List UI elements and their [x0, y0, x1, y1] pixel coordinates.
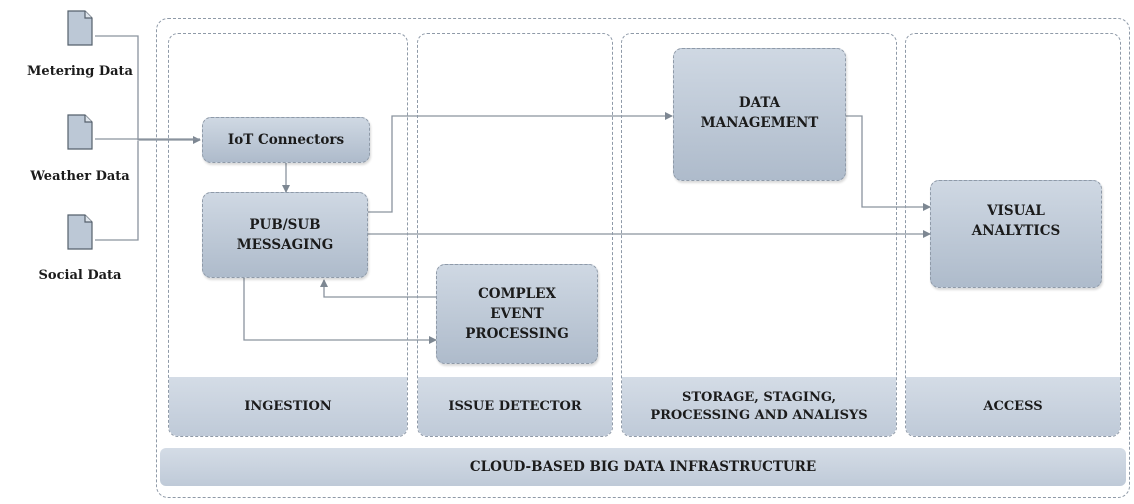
pubsub-to-cep-arrow: [243, 278, 437, 344]
data-management-box: DATA MANAGEMENT: [673, 48, 846, 181]
social-to-iot-line: [95, 141, 139, 241]
metering-to-iot-line: [95, 35, 201, 144]
pubsub-line2: MESSAGING: [236, 237, 334, 253]
cloud-infrastructure-label: CLOUD-BASED BIG DATA INFRASTRUCTURE: [160, 448, 1126, 486]
metering-document-icon: [67, 10, 93, 46]
pubsub-messaging-box: PUB/SUB MESSAGING: [202, 192, 368, 278]
data-mgmt-line2: MANAGEMENT: [700, 115, 819, 131]
issue-detector-label: ISSUE DETECTOR: [418, 377, 612, 436]
ingestion-column: [168, 33, 408, 437]
complex-event-processing-box: COMPLEX EVENT PROCESSING: [436, 264, 598, 364]
cloud-infrastructure-container: [156, 18, 1130, 498]
storage-label: STORAGE, STAGING, PROCESSING AND ANALISY…: [622, 377, 896, 436]
storage-label-line2: PROCESSING AND ANALISYS: [650, 407, 868, 423]
ingestion-label: INGESTION: [169, 377, 407, 436]
social-data-label: Social Data: [38, 268, 122, 283]
cep-to-pubsub-arrow: [320, 279, 436, 298]
storage-column: [621, 33, 897, 437]
visual-line2: ANALYTICS: [971, 223, 1061, 239]
cep-line3: PROCESSING: [465, 326, 569, 342]
social-document-icon: [67, 214, 93, 250]
access-column: [905, 33, 1121, 437]
pubsub-line1: PUB/SUB: [249, 217, 321, 233]
issue-detector-column: [417, 33, 613, 437]
weather-data-label: Weather Data: [30, 169, 130, 184]
access-label: ACCESS: [906, 377, 1120, 436]
storage-label-line1: STORAGE, STAGING,: [681, 389, 836, 405]
weather-document-icon: [67, 114, 93, 150]
cep-line1: COMPLEX: [478, 286, 556, 302]
cep-line2: EVENT: [490, 306, 544, 322]
data-mgmt-line1: DATA: [738, 95, 781, 111]
visual-line1: VISUAL: [987, 203, 1045, 219]
visual-analytics-box: VISUAL ANALYTICS: [930, 180, 1102, 288]
iot-connectors-box: IoT Connectors: [202, 117, 370, 163]
metering-data-label: Metering Data: [27, 64, 133, 79]
pubsub-to-datamgmt-arrow: [368, 112, 673, 213]
